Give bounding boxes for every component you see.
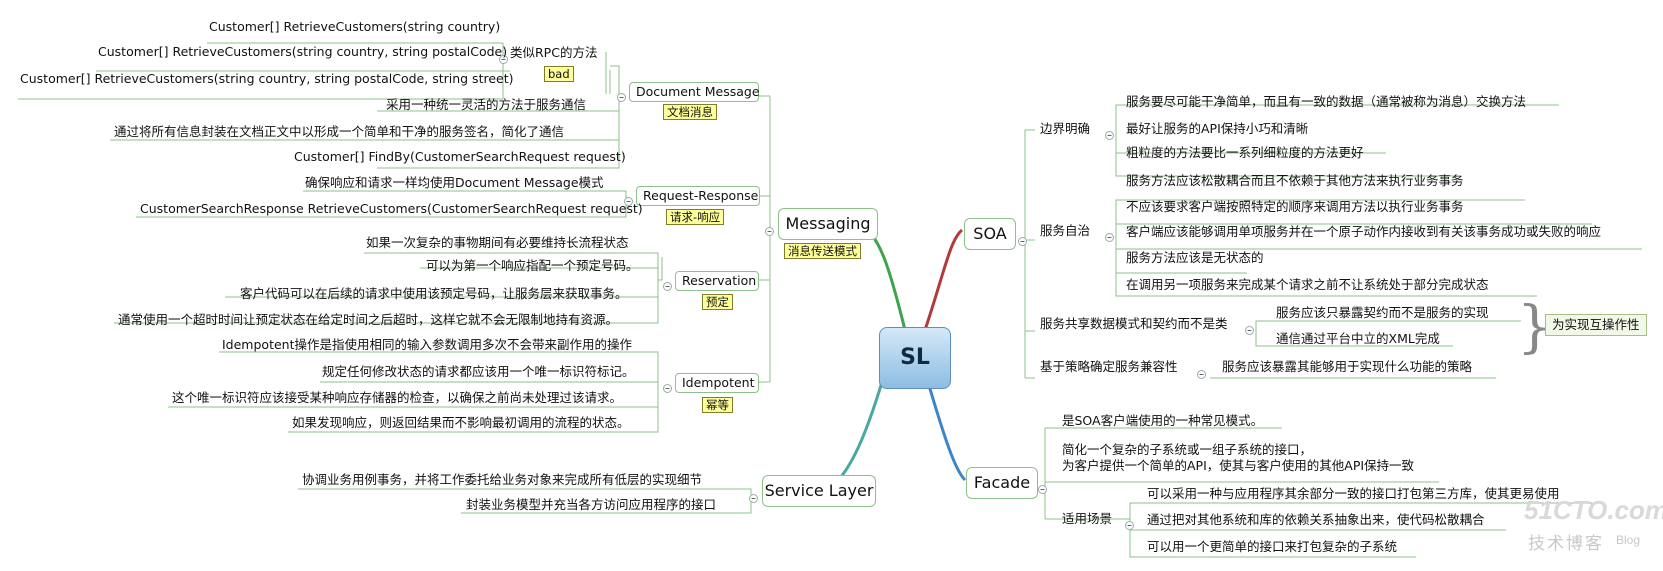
- reservation-item-3: 客户代码可以在后续的请求中使用该预定号码，让服务层来获取事务。: [240, 286, 628, 301]
- messaging-collapse-icon[interactable]: [765, 221, 774, 236]
- rpc-item-2: Customer[] RetrieveCustomers(string coun…: [98, 44, 508, 59]
- document-message-node[interactable]: Document Message: [629, 82, 760, 102]
- soa-autonomy-item-5: 在调用另一项服务来完成某个请求之前不让系统处于部分完成状态: [1126, 277, 1489, 292]
- watermark-blog: Blog: [1616, 533, 1641, 547]
- watermark-sub: 技术博客: [1528, 534, 1604, 554]
- reservation-item-1: 如果一次复杂的事物期间有必要维持长流程状态: [366, 235, 629, 250]
- rpc-bad-tag: bad: [544, 66, 574, 82]
- reservation-item-4: 通常使用一个超时时间让预定状态在给定时间之后超时，这样它就不会无限制地持有资源。: [118, 312, 619, 327]
- idempotent-item-3: 这个唯一标识符应该接受某种响应存储器的检查，以确保之前尚未处理过该请求。: [172, 390, 623, 405]
- messaging-node[interactable]: Messaging: [778, 208, 878, 240]
- document-message-item-2: 通过将所有信息封装在文档正文中以形成一个简单和干净的服务签名，简化了通信: [114, 124, 565, 139]
- idempotent-tag: 幂等: [702, 397, 733, 413]
- reservation-collapse-icon[interactable]: [663, 276, 672, 291]
- facade-collapse-icon[interactable]: [1038, 479, 1047, 494]
- soa-share-item-2: 通信通过平台中立的XML完成: [1276, 331, 1440, 346]
- soa-share-item-1: 服务应该只暴露契约而不是服务的实现: [1276, 305, 1489, 320]
- soa-policy-collapse-icon[interactable]: [1197, 364, 1206, 379]
- soa-autonomy-item-4: 服务方法应该是无状态的: [1126, 250, 1264, 265]
- document-message-tag: 文档消息: [663, 104, 717, 120]
- document-message-item-1: 采用一种统一灵活的方法于服务通信: [386, 97, 587, 112]
- reservation-node[interactable]: Reservation: [675, 271, 759, 291]
- facade-simplify-line-2: 为客户提供一个简单的API，使其与客户使用的其他API保持一致: [1062, 458, 1415, 473]
- service-layer-item-2: 封装业务模型并充当各方访问应用程序的接口: [466, 497, 717, 512]
- soa-boundary-collapse-icon[interactable]: [1105, 125, 1114, 140]
- facade-node[interactable]: Facade: [966, 467, 1038, 499]
- soa-autonomy-collapse-icon[interactable]: [1105, 227, 1114, 242]
- soa-share-label: 服务共享数据模式和契约而不是类: [1040, 316, 1228, 331]
- facade-simplify-line-1: 简化一个复杂的子系统或一组子系统的接口，: [1062, 442, 1313, 457]
- soa-policy-item: 服务应该暴露其能够用于实现什么功能的策略: [1222, 359, 1473, 374]
- request-response-item-1: 确保响应和请求一样均使用Document Message模式: [305, 175, 604, 190]
- soa-boundary-item-2: 最好让服务的API保持小巧和清晰: [1126, 121, 1309, 136]
- messaging-tag: 消息传送模式: [784, 243, 861, 259]
- facade-usage-item-2: 通过把对其他系统和库的依赖关系抽象出来，使代码松散耦合: [1147, 512, 1485, 527]
- soa-boundary-label: 边界明确: [1040, 121, 1091, 136]
- idempotent-collapse-icon[interactable]: [663, 378, 672, 393]
- soa-autonomy-label: 服务自治: [1040, 223, 1091, 238]
- service-layer-item-1: 协调业务用例事务，并将工作委托给业务对象来完成所有低层的实现细节: [302, 472, 703, 487]
- facade-usage-label: 适用场景: [1062, 511, 1113, 526]
- rpc-item-1: Customer[] RetrieveCustomers(string coun…: [209, 19, 501, 34]
- soa-node[interactable]: SOA: [964, 218, 1016, 250]
- rpc-method-label: 类似RPC的方法: [510, 45, 598, 60]
- document-message-item-3: Customer[] FindBy(CustomerSearchRequest …: [294, 149, 626, 164]
- central-topic[interactable]: SL: [879, 327, 951, 389]
- idempotent-item-4: 如果发现响应，则返回结果而不影响最初调用的流程的状态。: [292, 415, 630, 430]
- soa-boundary-item-3: 粗粒度的方法要比一系列细粒度的方法更好: [1126, 145, 1364, 160]
- request-response-tag: 请求-响应: [666, 209, 725, 225]
- watermark-logo: 51CTO.com 技术博客 Blog: [1524, 495, 1663, 554]
- rpc-collapse-icon[interactable]: [499, 49, 508, 64]
- request-response-collapse-icon[interactable]: [624, 191, 633, 206]
- watermark-brand: 51CTO.com: [1524, 495, 1663, 525]
- soa-autonomy-item-3: 客户端应该能够调用单项服务并在一个原子动作内接收到有关该事务成功或失败的响应: [1126, 224, 1602, 239]
- soa-policy-label: 基于策略确定服务兼容性: [1040, 359, 1178, 374]
- soa-collapse-icon[interactable]: [1018, 231, 1027, 246]
- reservation-tag: 预定: [702, 294, 733, 310]
- idempotent-node[interactable]: Idempotent: [675, 373, 759, 393]
- service-layer-node[interactable]: Service Layer: [762, 475, 876, 507]
- idempotent-item-1: Idempotent操作是指使用相同的输入参数调用多次不会带来副作用的操作: [222, 337, 632, 352]
- soa-autonomy-item-2: 不应该要求客户端按照特定的顺序来调用方法以执行业务事务: [1126, 199, 1464, 214]
- idempotent-item-2: 规定任何修改状态的请求都应该用一个唯一标识符标记。: [322, 364, 635, 379]
- document-message-collapse-icon[interactable]: [617, 87, 626, 102]
- facade-common: 是SOA客户端使用的一种常见模式。: [1062, 413, 1264, 428]
- facade-usage-item-3: 可以用一个更简单的接口来打包复杂的子系统: [1147, 539, 1398, 554]
- reservation-item-2: 可以为第一个响应指配一个预定号码。: [426, 258, 639, 273]
- facade-usage-collapse-icon[interactable]: [1125, 515, 1134, 530]
- request-response-item-2: CustomerSearchResponse RetrieveCustomers…: [140, 201, 643, 216]
- soa-boundary-item-1: 服务要尽可能干净简单，而且有一致的数据（通常被称为消息）交换方法: [1126, 94, 1527, 109]
- soa-autonomy-item-1: 服务方法应该松散耦合而且不依赖于其他方法来执行业务事务: [1126, 173, 1464, 188]
- soa-share-note: 为实现互操作性: [1545, 314, 1647, 336]
- soa-share-collapse-icon[interactable]: [1245, 320, 1254, 335]
- request-response-node[interactable]: Request-Response: [636, 186, 760, 206]
- facade-usage-item-1: 可以采用一种与应用程序其余部分一致的接口打包第三方库，使其更易使用: [1147, 486, 1560, 501]
- rpc-item-3: Customer[] RetrieveCustomers(string coun…: [20, 71, 514, 86]
- service-layer-collapse-icon[interactable]: [749, 488, 758, 503]
